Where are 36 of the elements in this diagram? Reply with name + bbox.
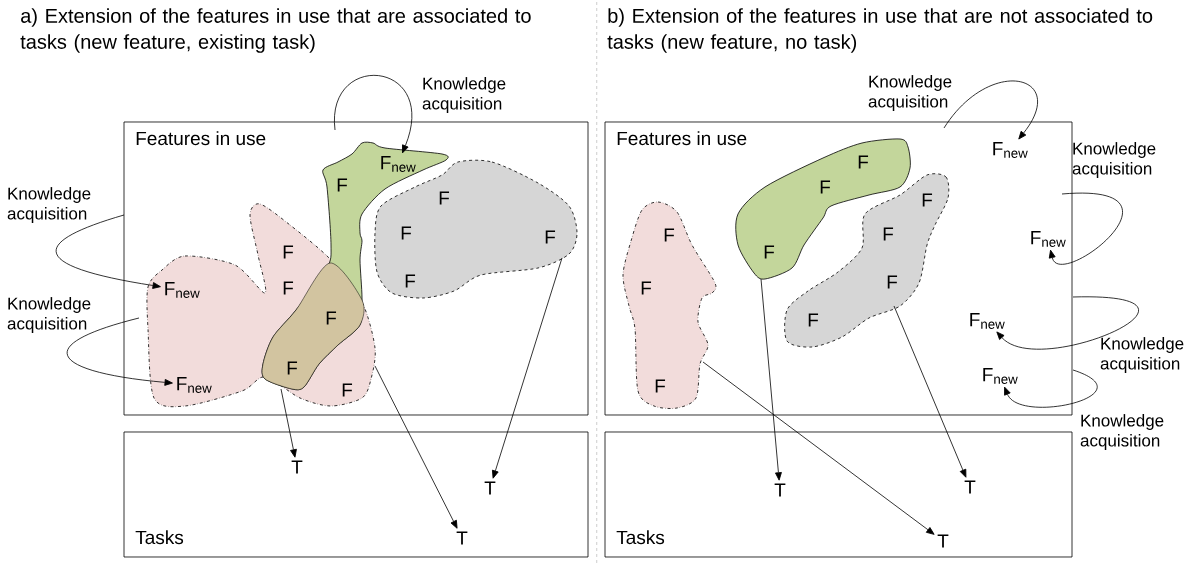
edge-label: Knowledge acquisition xyxy=(7,187,91,223)
edge-label: Knowledge acquisition xyxy=(422,77,506,113)
arrow xyxy=(492,257,563,479)
feature-label: F$_{new}$ xyxy=(983,368,1018,384)
feature-label: F$_{new}$ xyxy=(381,156,416,172)
arrow xyxy=(374,365,458,529)
edge-label: Knowledge acquisition xyxy=(1080,414,1164,450)
task-label: T xyxy=(456,531,468,545)
edge-label: Knowledge acquisition xyxy=(868,75,952,111)
curved-arrow xyxy=(67,317,173,386)
task-label: T xyxy=(937,534,949,548)
edge-label: Knowledge acquisition xyxy=(7,297,91,333)
feature-label: F$_{new}$ xyxy=(1031,231,1066,247)
arrow xyxy=(702,361,935,535)
curved-arrow xyxy=(334,75,412,154)
task-label: T xyxy=(291,460,303,474)
arrow xyxy=(280,388,297,458)
task-label: T xyxy=(964,480,976,494)
curved-arrow xyxy=(943,80,1038,140)
curved-arrow xyxy=(55,214,161,289)
feature-blob: F F F xyxy=(622,201,717,409)
edge-label: Knowledge acquisition xyxy=(1072,142,1156,178)
arrow xyxy=(760,278,782,481)
task-label: T xyxy=(484,481,496,495)
panel-title: a) Extension of the features in use that are associated to tasks (new feature, existing task) xyxy=(20,8,531,53)
feature-label: F$_{new}$ xyxy=(177,377,212,393)
feature-label: F$_{new}$ xyxy=(970,313,1005,329)
task-label: T xyxy=(774,483,786,497)
feature-label: F$_{new}$ xyxy=(993,142,1028,158)
panel-title: b) Extension of the features in use that are not associated to tasks (new feature, no task) xyxy=(607,8,1153,53)
curved-arrow xyxy=(1004,369,1098,408)
curved-arrow xyxy=(1048,193,1123,265)
arrow xyxy=(893,305,967,478)
edge-label: Knowledge acquisition xyxy=(1100,337,1184,373)
feature-label: F$_{new}$ xyxy=(165,282,200,298)
curved-arrow xyxy=(996,296,1139,350)
